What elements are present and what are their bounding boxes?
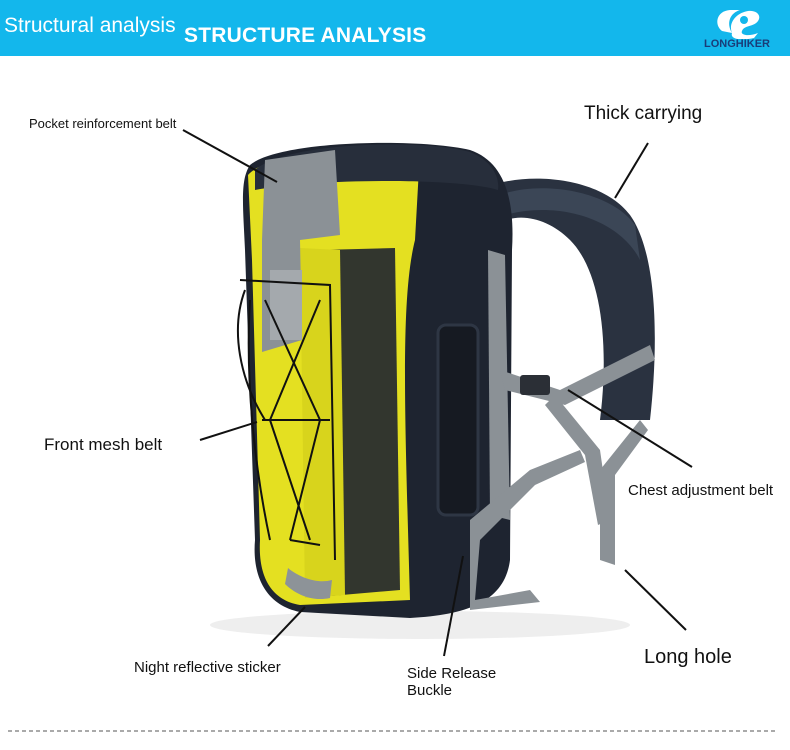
longhiker-logo-icon	[717, 10, 760, 40]
shoulder-strap-icon	[480, 178, 655, 420]
buckle-icon	[520, 375, 550, 395]
header-title: STRUCTURE ANALYSIS	[184, 24, 427, 47]
leader-lines	[182, 129, 693, 657]
ground-shadow	[210, 611, 630, 639]
label-long-hole: Long hole	[644, 646, 732, 668]
side-pocket-icon	[436, 323, 480, 517]
label-thick-carrying: Thick carrying	[584, 103, 703, 124]
header-banner: Structural analysis STRUCTURE ANALYSIS L…	[0, 0, 790, 56]
label-front-mesh-belt: Front mesh belt	[44, 435, 163, 454]
header-subtitle: Structural analysis	[4, 14, 176, 37]
brand-name: LONGHIKER	[704, 38, 770, 50]
label-pocket-reinforcement-belt: Pocket reinforcement belt	[29, 116, 177, 131]
label-side-release-buckle: Side Release Buckle	[407, 665, 497, 699]
brand-logo: LONGHIKER	[700, 5, 782, 53]
reflective-sticker-icon	[285, 568, 332, 600]
label-chest-adjustment-belt: Chest adjustment belt	[628, 482, 774, 499]
mesh-cords-icon	[236, 279, 336, 561]
side-strap-icon	[488, 250, 510, 520]
label-night-reflective-sticker: Night reflective sticker	[134, 659, 281, 676]
